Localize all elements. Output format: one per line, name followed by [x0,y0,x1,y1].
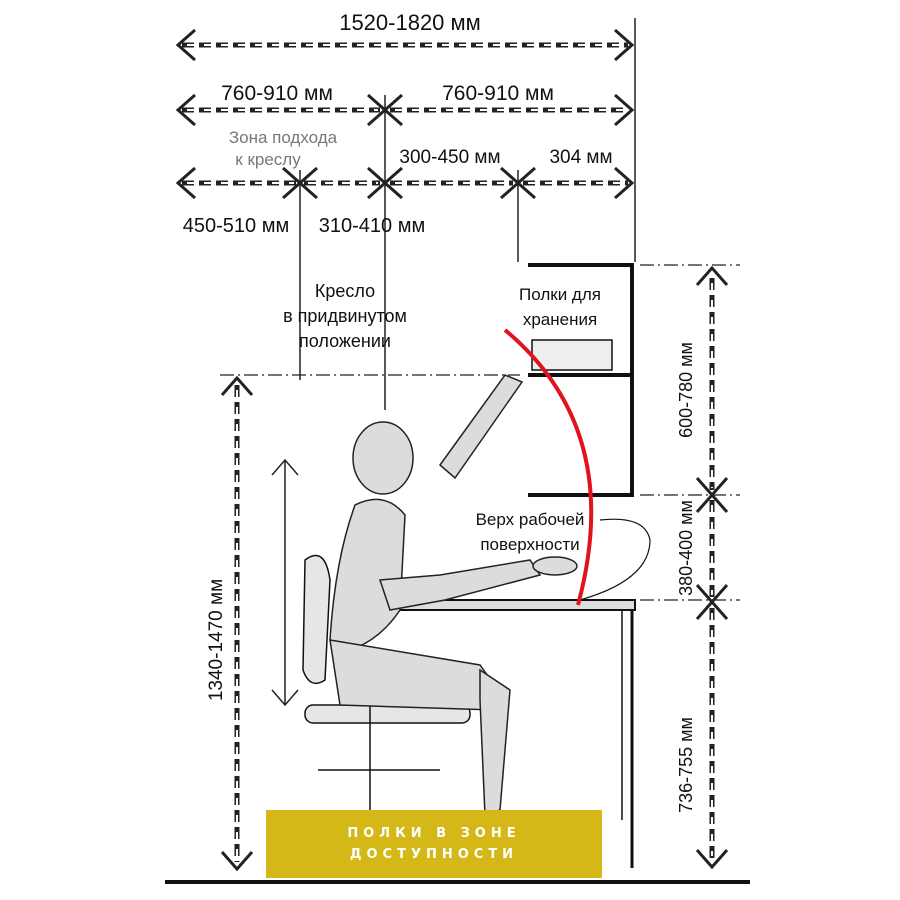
shelves-label-1: Полки для [519,285,601,304]
banner-line-2: ДОСТУПНОСТИ [349,847,519,862]
seated-person-figure [329,374,578,817]
horizontal-dimensions [175,28,635,200]
extension-lines [220,18,740,601]
seg-450-510-label: 450-510 мм [183,215,289,237]
total-width-label: 1520-1820 мм [339,10,481,35]
height-shelf-label: 600-780 мм [676,342,696,438]
reach-arc [503,328,594,606]
chair [302,554,471,860]
approach-zone-label-1: Зона подхода [229,128,338,147]
height-desk-label: 736-755 мм [676,717,696,813]
worktop-label-2: поверхности [480,535,579,554]
chair-label-3: положении [299,331,391,351]
worktop-label-1: Верх рабочей [476,510,585,529]
approach-zone-label-2: к креслу [235,150,301,169]
desk [394,518,651,868]
seg-310-410-label: 310-410 мм [319,215,425,237]
chair-label-2: в придвинутом [283,306,407,326]
shelves-label-2: хранения [523,310,597,329]
chair-label-1: Кресло [315,281,375,301]
height-above-desk-label: 380-400 мм [676,500,696,596]
seg-304-label: 304 мм [549,147,612,168]
seg-300-450-label: 300-450 мм [399,147,500,168]
banner-line-1: ПОЛКИ В ЗОНЕ [347,826,521,841]
shelves [528,263,634,497]
caption-banner: ПОЛКИ В ЗОНЕ ДОСТУПНОСТИ [266,810,602,878]
height-left-label: 1340-1470 мм [206,579,227,701]
left-zone-label: 760-910 мм [221,82,333,105]
right-zone-label: 760-910 мм [442,82,554,105]
vertical-dimensions [220,265,729,872]
